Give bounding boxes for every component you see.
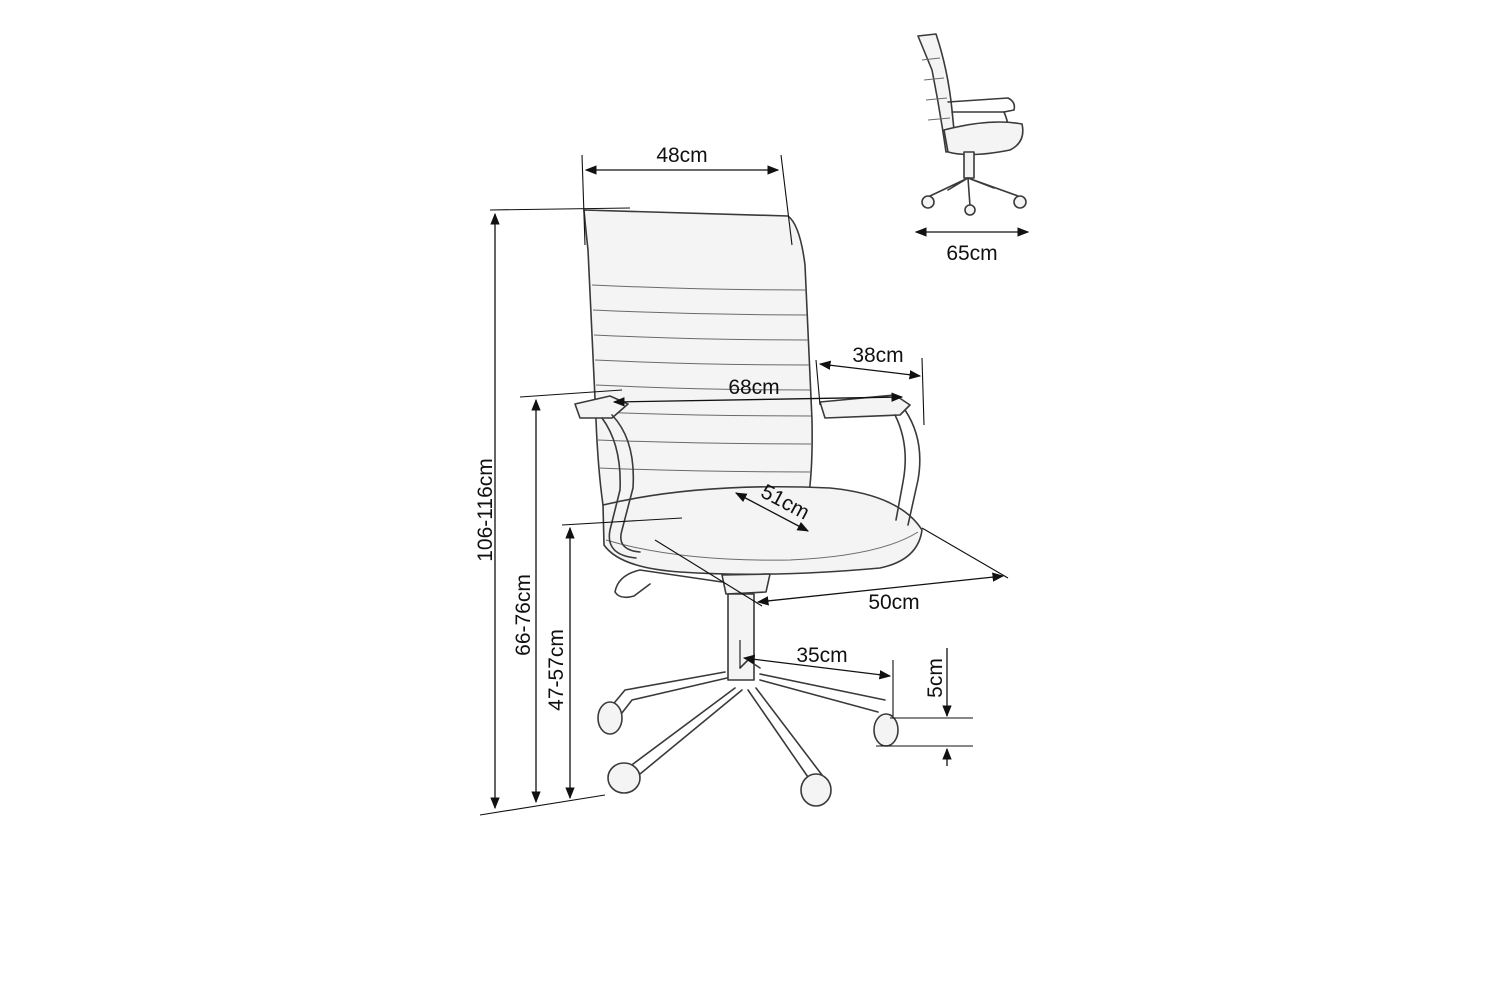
label-base-radius: 35cm: [796, 644, 847, 667]
label-backrest-width: 48cm: [656, 144, 707, 167]
right-armrest-frame: [904, 409, 921, 526]
tilt-lever: [614, 569, 723, 599]
label-side-depth: 65cm: [946, 242, 997, 265]
dimension-seat-height: 47-57cm: [545, 517, 683, 800]
star-base: [609, 659, 886, 781]
dimension-wheel-height: 5cm: [876, 648, 973, 766]
label-wheel-height: 5cm: [924, 658, 947, 698]
label-seat-width: 50cm: [868, 591, 919, 614]
seat-mechanism: [721, 573, 771, 595]
left-armrest-frame: [611, 414, 641, 553]
dimension-overall-height: 106-116cm: [474, 207, 631, 816]
dimension-armrest-height: 66-76cm: [512, 389, 623, 804]
dimension-seat-width: 50cm: [654, 527, 1009, 614]
chair-front-illustration: [574, 209, 923, 807]
label-armrest-height: 66-76cm: [512, 574, 535, 656]
dimension-armrest-length: 38cm: [815, 344, 925, 426]
backrest-ribs: [591, 284, 812, 473]
dimension-armrest-span: 68cm: [612, 376, 904, 407]
seat-edge: [605, 531, 919, 561]
label-armrest-span: 68cm: [728, 376, 779, 399]
dimension-side-depth: 65cm: [914, 227, 1030, 265]
caster-wheels: [597, 701, 899, 807]
label-overall-height: 106-116cm: [474, 458, 497, 562]
label-armrest-length: 38cm: [852, 344, 903, 367]
dimension-backrest-width: 48cm: [581, 144, 793, 246]
dimension-base-radius: 35cm: [739, 640, 894, 716]
chair-side-illustration: [917, 33, 1027, 216]
label-seat-height: 47-57cm: [545, 629, 568, 711]
